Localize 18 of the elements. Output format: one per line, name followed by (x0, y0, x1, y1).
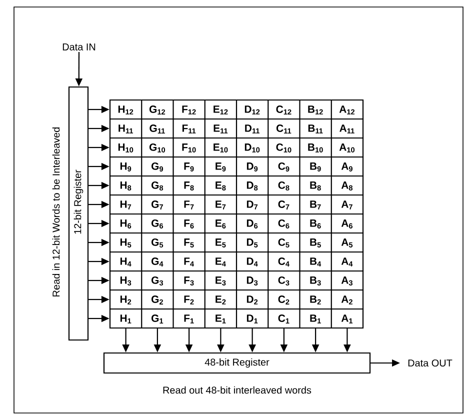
grid-row: H$_{10}$ G$_{10}$ F$_{10}$ E$_{10}$ D$_{10}$ C$_{10}$ B$_{10}$ A$_{10}$ (109, 137, 364, 158)
grid-row: H$_{1}$ G$_{1}$ F$_{1}$ E$_{1}$ D$_{1}$ C$_{1}$ B$_{1}$ A$_{1}$ (109, 308, 364, 329)
grid-row: H$_{7}$ G$_{7}$ F$_{7}$ E$_{7}$ D$_{7}$ C$_{7}$ B$_{7}$ A$_{7}$ (109, 194, 364, 215)
caption-text: Read in 12-bit Words to be Interleaved (52, 127, 60, 296)
grid-row: H$_{11}$ G$_{11}$ F$_{11}$ E$_{11}$ D$_{11}$ C$_{11}$ B$_{11}$ A$_{11}$ (109, 118, 364, 139)
grid-row: H$_{9}$ G$_{9}$ F$_{9}$ E$_{9}$ D$_{9}$ C$_{9}$ B$_{9}$ A$_{9}$ (109, 156, 364, 177)
grid-row: H$_{2}$ G$_{2}$ F$_{2}$ E$_{2}$ D$_{2}$ C$_{2}$ B$_{2}$ A$_{2}$ (109, 289, 364, 310)
register-box: 48-bit Register (103, 352, 371, 374)
grid-row: H$_{6}$ G$_{6}$ F$_{6}$ E$_{6}$ D$_{6}$ C$_{6}$ B$_{6}$ A$_{6}$ (109, 213, 364, 234)
register-box: 12-bit Register (68, 86, 89, 341)
grid-row: H$_{3}$ G$_{3}$ F$_{3}$ E$_{3}$ D$_{3}$ C$_{3}$ B$_{3}$ A$_{3}$ (109, 270, 364, 291)
io-label: Data IN (62, 44, 96, 50)
grid-row: H$_{5}$ G$_{5}$ F$_{5}$ E$_{5}$ D$_{5}$ C$_{5}$ B$_{5}$ A$_{5}$ (109, 232, 364, 253)
io-label: Data OUT (408, 359, 452, 367)
grid-row: H$_{8}$ G$_{8}$ F$_{8}$ E$_{8}$ D$_{8}$ C$_{8}$ B$_{8}$ A$_{8}$ (109, 175, 364, 196)
caption-text: Read out 48-bit interleaved words (163, 386, 312, 394)
grid-row: H$_{4}$ G$_{4}$ F$_{4}$ E$_{4}$ D$_{4}$ C$_{4}$ B$_{4}$ A$_{4}$ (109, 251, 364, 272)
grid-row: H$_{12}$ G$_{12}$ F$_{12}$ E$_{12}$ D$_{12}$ C$_{12}$ B$_{12}$ A$_{12}$ (109, 99, 364, 120)
